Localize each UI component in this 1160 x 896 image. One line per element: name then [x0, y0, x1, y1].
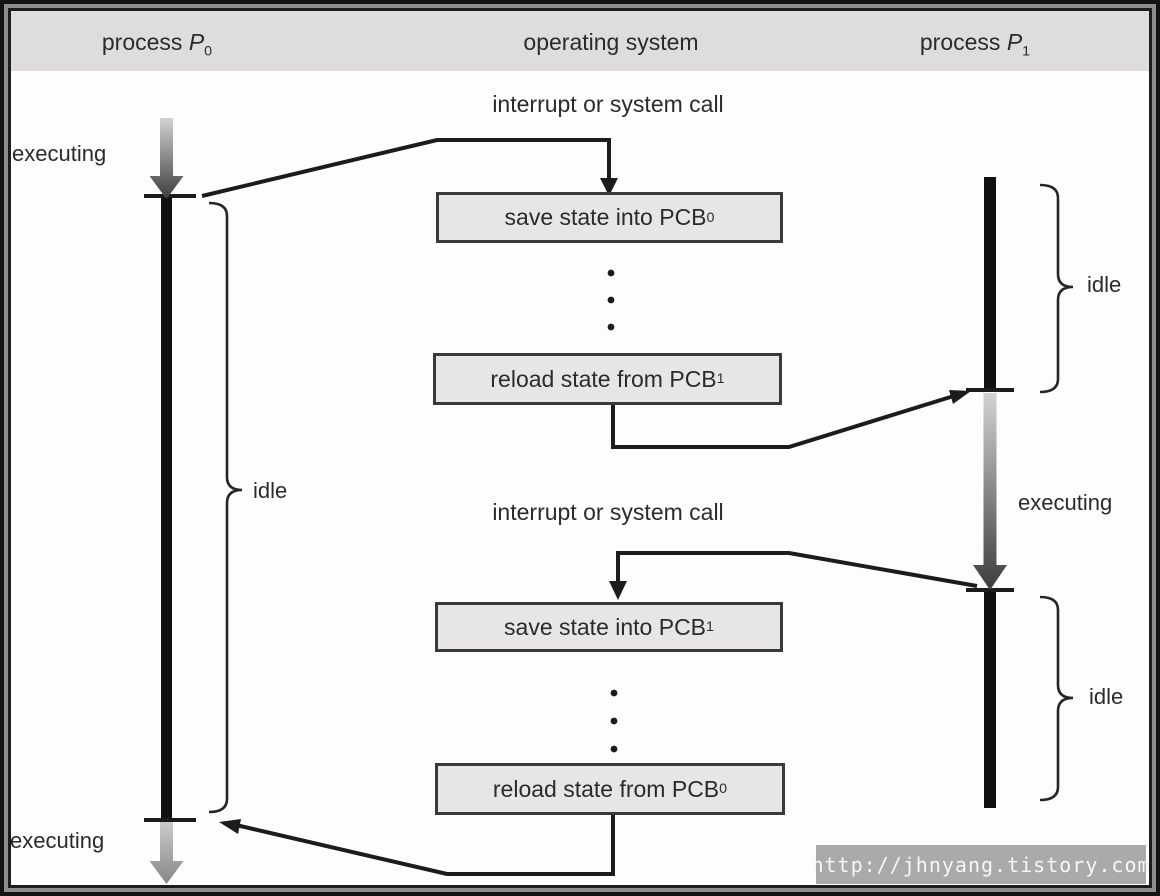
box-reload-pcb0-sub: 0 — [719, 781, 728, 797]
p1-idle-brace-bottom — [1039, 595, 1074, 802]
p0-executing-label-top: executing — [12, 141, 107, 166]
header-os-text: operating system — [523, 29, 699, 55]
p0-timeline-bar — [161, 198, 172, 819]
arrowhead-save-pcb1 — [609, 581, 627, 600]
ellipsis-dots-bottom — [610, 689, 618, 753]
p1-executing-arrow — [973, 393, 1007, 590]
connector-p1-to-save-pcb1 — [616, 551, 978, 588]
header-process-p1: process P1 — [920, 29, 1030, 60]
p1-timeline-bar-bottom — [984, 592, 996, 808]
p0-executing-arrow-bottom — [149, 822, 184, 884]
arrowhead-p0-resume — [219, 819, 241, 834]
p0-idle-label: idle — [253, 478, 288, 503]
interrupt-label-bottom: interrupt or system call — [492, 499, 724, 525]
header-p1-var: P — [1006, 29, 1023, 55]
p0-idle-brace — [208, 201, 243, 814]
p1-idle-label-top: idle — [1087, 272, 1122, 297]
p1-timeline-bar-top — [984, 177, 996, 389]
connector-reload-pcb0-to-p0 — [235, 815, 615, 876]
box-save-pcb1-text: save state into PCB — [504, 613, 707, 640]
box-save-pcb0-sub: 0 — [706, 209, 715, 226]
box-save-pcb0-text: save state into PCB — [504, 204, 707, 230]
header-band — [11, 11, 1149, 71]
arrowhead-save-pcb0 — [600, 178, 618, 196]
interrupt-label-top: interrupt or system call — [492, 91, 724, 117]
watermark-url: http://jhnyang.tistory.com — [811, 845, 1150, 884]
box-save-pcb1-sub: 1 — [706, 619, 714, 635]
header-p0-text: process — [101, 29, 189, 55]
header-operating-system: operating system — [523, 29, 698, 56]
connector-p0-to-save-pcb0 — [201, 138, 611, 198]
p0-executing-arrow-top — [149, 118, 184, 199]
p1-idle-brace-top — [1039, 183, 1074, 394]
header-p0-var: P — [188, 29, 205, 55]
header-p1-text: process — [919, 29, 1007, 55]
header-p0-sub: 0 — [204, 43, 213, 60]
ellipsis-dots-top — [607, 269, 615, 331]
header-p1-sub: 1 — [1022, 43, 1031, 60]
p1-idle-label-bottom: idle — [1089, 684, 1124, 709]
box-reload-pcb1-sub: 1 — [716, 371, 725, 387]
p0-executing-label-bottom: executing — [10, 828, 105, 853]
header-process-p0: process P0 — [102, 29, 212, 60]
box-reload-pcb0-text: reload state from PCB — [492, 775, 720, 802]
p1-executing-label: executing — [1018, 490, 1113, 515]
box-reload-pcb1-text: reload state from PCB — [490, 365, 717, 392]
arrowhead-p1-start — [949, 390, 971, 404]
connector-reload-pcb1-to-p1 — [611, 393, 958, 449]
